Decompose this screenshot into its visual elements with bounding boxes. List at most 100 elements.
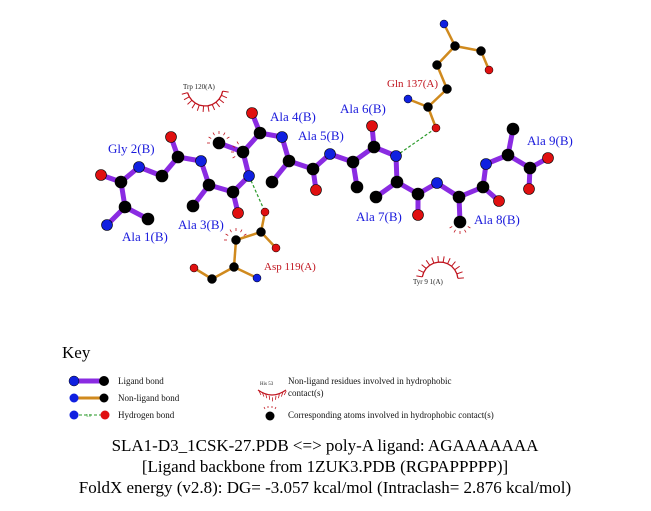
ligand-nitrogen-atom xyxy=(324,148,336,160)
key-title: Key xyxy=(62,343,91,362)
arc-spoke xyxy=(456,271,463,275)
ligand-carbon-atom xyxy=(350,180,364,194)
ligand-carbon-atom xyxy=(226,185,240,199)
trp120-hydrophobic-arc xyxy=(181,90,229,112)
arc-spoke xyxy=(418,269,424,273)
ala4-ca-contact-marks xyxy=(231,141,239,159)
ligand-carbon-atom xyxy=(114,175,128,189)
ligand-nitrogen-atom xyxy=(133,161,145,173)
caption-line3: FoldX energy (v2.8): DG= -3.057 kcal/mol… xyxy=(79,478,571,497)
key-hydrogen-bond-label: Hydrogen bond xyxy=(118,410,175,420)
key-nitrogen-atom xyxy=(69,393,79,403)
arc-spoke xyxy=(275,395,277,400)
ligand-oxygen-atom xyxy=(523,183,535,195)
arc-spoke xyxy=(265,394,268,399)
protein-carbon-atom xyxy=(231,235,241,245)
ligand-carbon-atom xyxy=(390,175,404,189)
ligand-oxygen-atom xyxy=(366,120,378,132)
contact-mark xyxy=(225,233,229,236)
ligand-oxygen-atom xyxy=(246,107,258,119)
label-ala3: Ala 3(B) xyxy=(178,217,224,232)
ligand-carbon-atom xyxy=(453,215,467,229)
protein-carbon-atom xyxy=(207,274,217,284)
contact-mark xyxy=(453,229,456,233)
protein-carbon-atom xyxy=(476,46,486,56)
contact-mark xyxy=(229,229,232,233)
hydrogen-bond xyxy=(395,127,437,157)
protein-oxygen-atom xyxy=(189,263,199,273)
ligand-carbon-atom xyxy=(118,200,132,214)
ligand-carbon-atom xyxy=(141,212,155,226)
label-gln137: Gln 137(A) xyxy=(387,78,438,90)
ligand-oxygen-atom xyxy=(165,131,177,143)
caption-line1: SLA1-D3_1CSK-27.PDB <=> poly-A ligand: A… xyxy=(112,436,540,455)
protein-carbon-atom xyxy=(423,102,433,112)
arc-spoke xyxy=(278,394,280,399)
key-hydrophobic-residue: His 53 Non-ligand residues involved in h… xyxy=(257,376,451,398)
ligand-nitrogen-atom xyxy=(243,170,255,182)
ligand-carbon-atom xyxy=(265,175,279,189)
arc-spoke xyxy=(454,265,460,271)
ligand-nitrogen-atom xyxy=(431,177,443,189)
key-hydrophobic-residue-label-1: Non-ligand residues involved in hydropho… xyxy=(288,376,451,386)
arc-spoke xyxy=(437,256,439,263)
arc-spoke xyxy=(262,392,265,397)
contact-mark xyxy=(467,226,471,229)
arc-spoke xyxy=(191,102,196,109)
caption-line2: [Ligand backbone from 1ZUK3.PDB (RGPAPPP… xyxy=(142,457,508,476)
ligand-carbon-atom xyxy=(367,140,381,154)
arc-spoke xyxy=(187,99,193,105)
protein-carbon-atom xyxy=(432,60,442,70)
key-contact-marks-icon xyxy=(263,406,277,410)
key-nonligand-bond: Non-ligand bond xyxy=(69,393,180,403)
label-ala6: Ala 6(B) xyxy=(340,101,386,116)
protein-nitrogen-atom xyxy=(403,94,413,104)
arc-spoke xyxy=(447,258,451,264)
ligand-carbon-atom xyxy=(253,126,267,140)
arc-spoke xyxy=(457,277,464,279)
key-hydrophobic-atom-label: Corresponding atoms involved in hydropho… xyxy=(288,410,494,420)
contact-mark xyxy=(243,233,247,236)
label-ala5: Ala 5(B) xyxy=(298,128,344,143)
key-hydrophobic-residue-label-2: contact(s) xyxy=(288,388,323,398)
ligand-carbon-atom xyxy=(236,145,250,159)
arc-spoke xyxy=(416,275,423,278)
label-gly2: Gly 2(B) xyxy=(108,141,155,156)
key-nitrogen-atom xyxy=(68,375,80,387)
arc-line xyxy=(186,90,224,107)
arc-spoke xyxy=(258,390,262,396)
label-ala7: Ala 7(B) xyxy=(356,209,402,224)
hydrogen-bond xyxy=(248,175,266,213)
key-hbond-distance: 3.0 xyxy=(86,413,91,418)
protein-carbon-atom xyxy=(442,84,452,94)
key-example-residue: His 53 xyxy=(260,382,274,387)
protein-carbon-atom xyxy=(229,262,239,272)
tyr91-hydrophobic-arc xyxy=(416,256,464,279)
label-ala8: Ala 8(B) xyxy=(474,212,520,227)
protein-carbon-atom xyxy=(256,227,266,237)
arc-line xyxy=(421,261,459,279)
bonds xyxy=(98,23,551,281)
ligand-carbon-atom xyxy=(306,162,320,176)
ligand-nitrogen-atom xyxy=(480,158,492,170)
key-hydrophobic-atom: Corresponding atoms involved in hydropho… xyxy=(263,406,494,421)
ligand-carbon-atom xyxy=(369,190,383,204)
label-trp120: Trp 120(A) xyxy=(183,83,215,91)
key-arc-spokes xyxy=(258,390,287,402)
hydrophobic-arcs xyxy=(181,90,471,279)
contact-mark xyxy=(232,156,236,159)
key-contact-atom-icon xyxy=(265,411,275,421)
key-ligand-bond: Ligand bond xyxy=(68,375,164,387)
label-asp119: Asp 119(A) xyxy=(264,261,316,273)
protein-oxygen-atom xyxy=(431,123,441,133)
arc-spoke xyxy=(421,264,427,269)
ligand-oxygen-atom xyxy=(493,195,505,207)
arc-spoke xyxy=(442,256,445,263)
contact-mark xyxy=(223,132,226,136)
ligand-nitrogen-atom xyxy=(101,219,113,231)
ligand-carbon-atom xyxy=(476,180,490,194)
atoms xyxy=(95,19,554,284)
ligand-carbon-atom xyxy=(523,161,537,175)
ligand-carbon-atom xyxy=(171,150,185,164)
asp119-contact-marks xyxy=(224,228,247,241)
